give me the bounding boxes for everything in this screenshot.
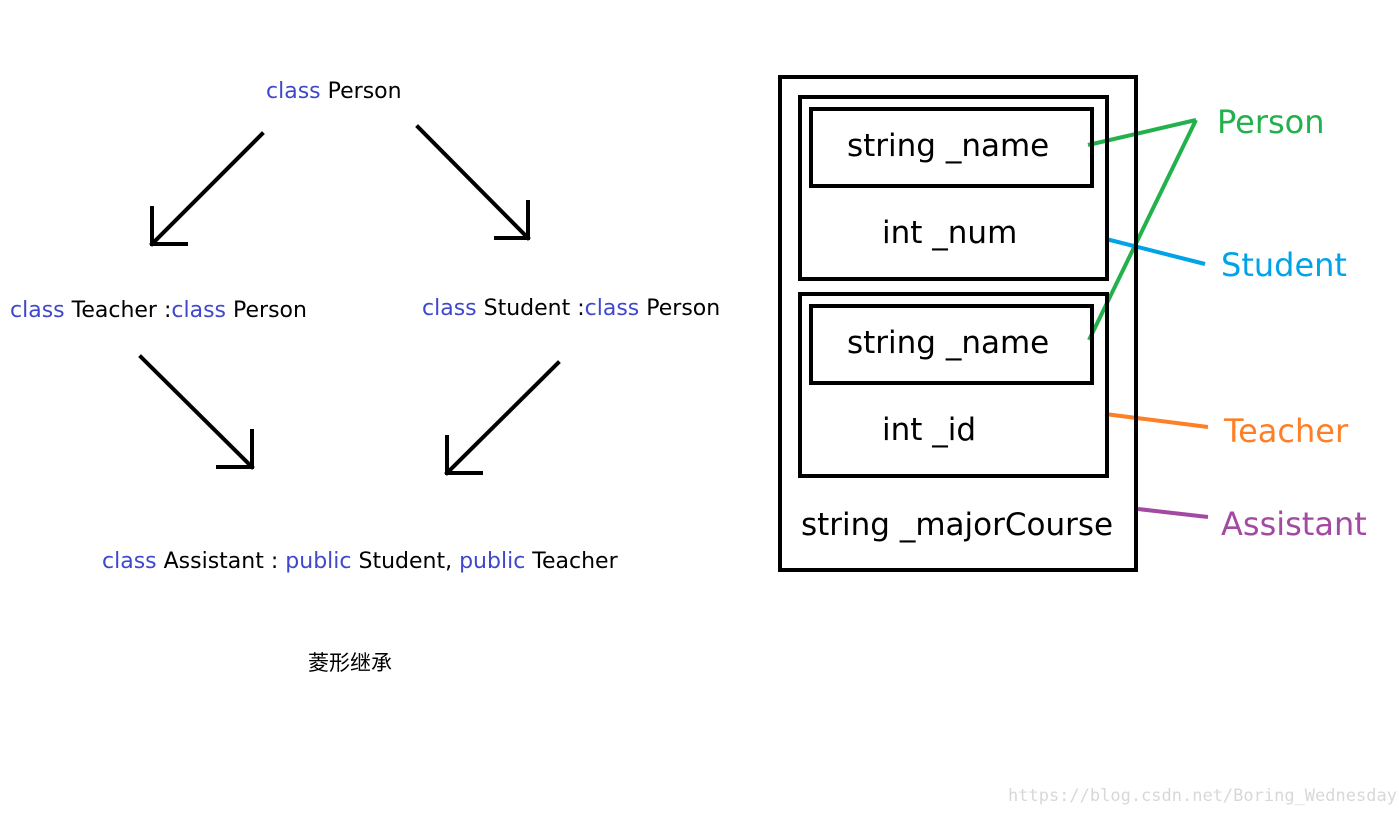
separator: : <box>270 549 279 574</box>
legend-person: Person <box>1217 103 1325 141</box>
keyword: class <box>10 298 65 323</box>
member-student-name: string _name <box>847 128 1050 164</box>
pointer-student <box>1105 237 1206 266</box>
person-in-teacher-box <box>809 304 1094 385</box>
arrow-person-to-teacher <box>149 131 265 247</box>
legend-teacher: Teacher <box>1224 412 1349 450</box>
person-in-student-box <box>809 107 1094 188</box>
base-name: Student, <box>358 549 453 574</box>
member-major-course: string _majorCourse <box>801 507 1114 543</box>
assistant-object-box <box>778 75 1138 572</box>
separator: : <box>577 296 585 321</box>
class-name: Assistant <box>163 549 264 574</box>
student-subobject-box <box>798 95 1109 281</box>
keyword: class <box>584 296 640 321</box>
member-teacher-id: int _id <box>882 412 977 448</box>
watermark: https://blog.csdn.net/Boring_Wednesday <box>1008 786 1397 806</box>
class-assistant-label: class Assistant : public Student, public… <box>102 551 618 573</box>
arrow-person-to-student <box>415 124 531 241</box>
pointer-assistant <box>1137 507 1209 519</box>
legend-student: Student <box>1221 246 1347 284</box>
legend-assistant: Assistant <box>1221 505 1367 543</box>
keyword: class <box>102 549 157 574</box>
member-student-num: int _num <box>882 215 1018 251</box>
teacher-subobject-box <box>798 292 1109 478</box>
base-name: Person <box>646 296 721 321</box>
class-student-label: class Student :class Person <box>422 298 720 320</box>
keyword: class <box>171 298 227 323</box>
keyword: public <box>459 549 526 574</box>
diagram-caption: 菱形继承 <box>308 651 392 675</box>
arrow-student-to-assistant <box>444 360 561 476</box>
class-person-label: class Person <box>266 81 402 103</box>
base-name: Teacher <box>532 549 618 574</box>
keyword: public <box>285 549 352 574</box>
member-teacher-name: string _name <box>847 325 1050 361</box>
class-name: Student <box>483 296 571 321</box>
keyword: class <box>422 296 477 321</box>
class-name: Person <box>327 79 402 104</box>
arrow-teacher-to-assistant <box>138 354 255 470</box>
class-teacher-label: class Teacher :class Person <box>10 300 307 322</box>
base-name: Person <box>233 298 307 323</box>
class-name: Teacher <box>71 298 157 323</box>
keyword: class <box>266 79 321 104</box>
separator: : <box>163 298 172 323</box>
pointer-teacher <box>1104 412 1209 429</box>
